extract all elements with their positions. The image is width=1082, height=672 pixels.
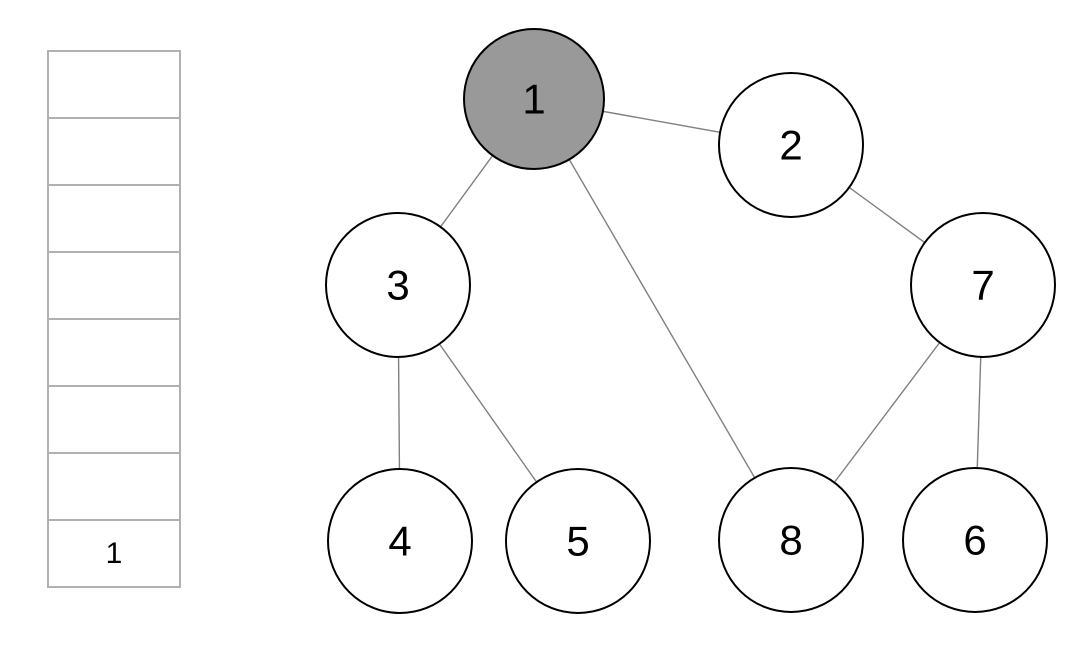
graph-node-circle-2: [718, 72, 864, 218]
graph-node-label-2: 2: [779, 122, 802, 169]
graph-edge-1-8: [533, 98, 792, 541]
stack-cell-7: [49, 452, 179, 519]
graph-node-label-8: 8: [779, 517, 802, 564]
graph-node-2: 2: [718, 72, 864, 218]
stack-cell-3: [49, 184, 179, 251]
graph-node-5: 5: [505, 468, 651, 614]
graph-node-3: 3: [325, 212, 471, 358]
graph-node-label-3: 3: [386, 262, 409, 309]
graph-node-circle-7: [910, 212, 1056, 358]
graph-node-6: 6: [902, 467, 1048, 613]
graph-node-8: 8: [718, 467, 864, 613]
graph-node-label-4: 4: [388, 518, 411, 565]
stack: 1: [47, 50, 181, 588]
graph-node-circle-1: [463, 28, 605, 170]
graph-node-label-5: 5: [566, 518, 589, 565]
graph-node-label-1: 1: [522, 76, 545, 123]
graph-node-circle-6: [902, 467, 1048, 613]
graph-node-1: 1: [463, 28, 605, 170]
graph-node-label-6: 6: [963, 517, 986, 564]
graph-node-circle-3: [325, 212, 471, 358]
graph-node-circle-8: [718, 467, 864, 613]
stack-cell-8: 1: [49, 519, 179, 586]
graph-node-7: 7: [910, 212, 1056, 358]
stack-cell-5: [49, 318, 179, 385]
stack-cell-6: [49, 385, 179, 452]
graph-node-circle-5: [505, 468, 651, 614]
graph-node-circle-4: [327, 468, 473, 614]
graph-node-label-7: 7: [971, 262, 994, 309]
stack-cell-4: [49, 251, 179, 318]
graph-node-4: 4: [327, 468, 473, 614]
stack-cell-2: [49, 117, 179, 184]
